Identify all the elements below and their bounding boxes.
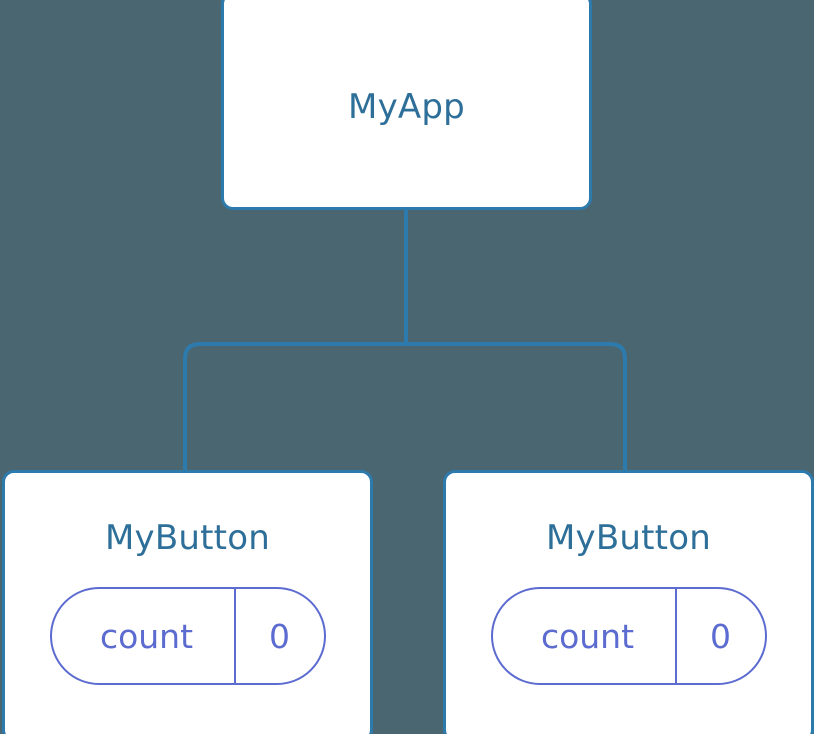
- state-key-left: count: [99, 616, 194, 656]
- edge-root-to-child-0: [183, 342, 406, 470]
- state-key-right: count: [540, 616, 635, 656]
- node-mybutton-left-title: MyButton: [105, 518, 270, 558]
- node-mybutton-right-title: MyButton: [546, 518, 711, 558]
- state-value-left: 0: [233, 589, 324, 683]
- state-pill-left[interactable]: count 0: [49, 587, 326, 685]
- state-pill-right[interactable]: count 0: [490, 587, 767, 685]
- edge-root-to-child-1: [406, 342, 627, 470]
- node-myapp-title: MyApp: [348, 87, 465, 127]
- node-mybutton-left[interactable]: MyButton count 0: [2, 470, 373, 734]
- state-value-right: 0: [674, 589, 765, 683]
- node-mybutton-right[interactable]: MyButton count 0: [443, 470, 814, 734]
- node-myapp[interactable]: MyApp: [221, 0, 592, 210]
